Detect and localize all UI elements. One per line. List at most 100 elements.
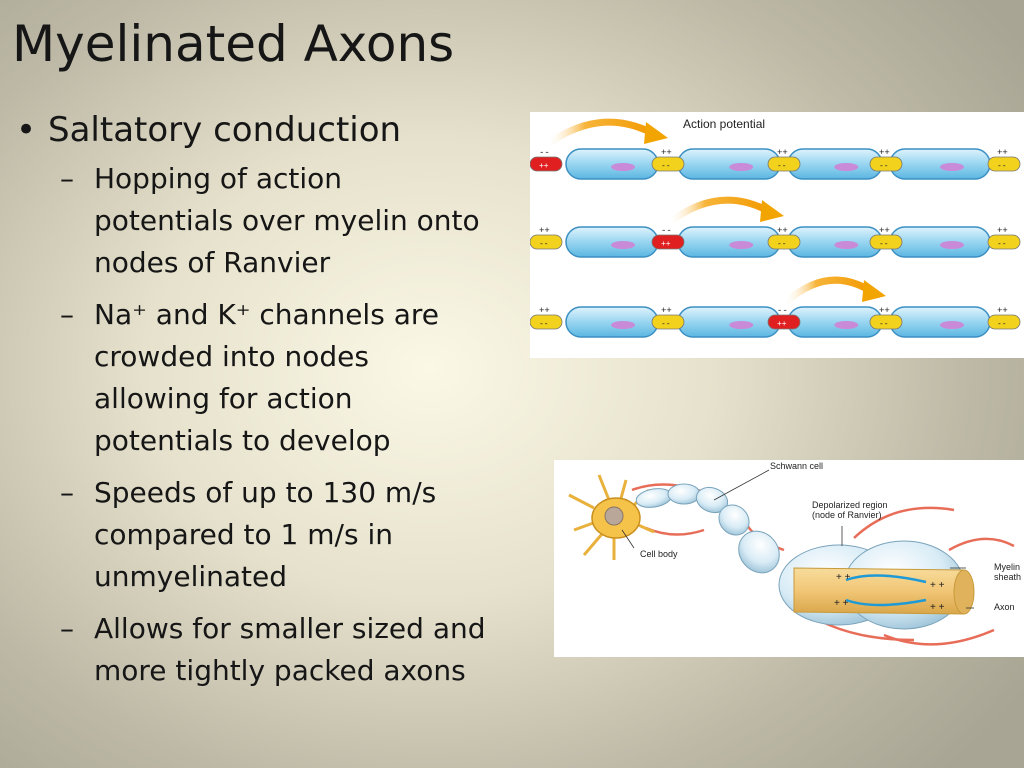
svg-text:+ +: + + xyxy=(834,598,849,609)
schwann-nucleus xyxy=(834,321,859,329)
sub-bullet-list: –Hopping of action potentials over myeli… xyxy=(48,158,552,692)
saltatory-diagram: -- ++ ++ -- ++ -- ++ -- ++ -- ++ -- -- ++ ++ -- ++ -- ++ --… xyxy=(530,117,1021,338)
myelin-segment xyxy=(677,148,781,180)
sub-bullet-text: Speeds of up to 130 m/s compared to 1 m/… xyxy=(94,476,437,593)
schwann-nucleus xyxy=(940,163,964,171)
active-node xyxy=(651,234,685,250)
myelinated-neuron-figure: + + + + + + + + Schwann cell Depolarized… xyxy=(554,460,1024,657)
sub-bullet-text: Hopping of action potentials over myelin… xyxy=(94,162,480,279)
charge-label-inner: ++ xyxy=(539,162,549,171)
node-of-ranvier xyxy=(530,234,563,250)
svg-text:+ +: + + xyxy=(930,580,945,591)
node-of-ranvier xyxy=(869,314,903,330)
myelin-segment xyxy=(787,148,883,180)
charge-label-inner: -- xyxy=(777,162,787,171)
sub-bullet-smaller-axons: –Allows for smaller sized and more tight… xyxy=(60,612,486,687)
svg-text:+ +: + + xyxy=(930,602,945,613)
node-of-ranvier xyxy=(651,156,685,172)
action-potential-arrowhead xyxy=(760,200,784,222)
charge-label-outer: ++ xyxy=(539,306,550,316)
myelin-segment xyxy=(889,306,991,338)
schwann-cells xyxy=(635,483,780,574)
myelin-segment xyxy=(677,306,781,338)
myelin-sheath-label-1: Myelin xyxy=(994,562,1020,572)
node-of-ranvier xyxy=(767,156,801,172)
sub-bullet-text: Na⁺ and K⁺ channels are crowded into nod… xyxy=(94,298,439,457)
charge-label-inner: -- xyxy=(661,320,671,329)
axon-rows: -- ++ ++ -- ++ -- ++ -- ++ -- ++ -- -- ++ ++ -- ++ -- ++ --… xyxy=(530,118,1021,338)
myelin-segment xyxy=(889,226,991,258)
charge-label-inner: -- xyxy=(997,240,1007,249)
charge-label-outer: -- xyxy=(539,148,550,158)
bullet-text: Saltatory conduction xyxy=(48,110,402,150)
sub-bullet-text: Allows for smaller sized and more tightl… xyxy=(94,612,486,687)
myelin-segment xyxy=(889,148,991,180)
cell-body-label: Cell body xyxy=(640,549,678,559)
myelin-segment xyxy=(565,148,659,180)
charge-label-outer: ++ xyxy=(879,226,890,236)
node-of-ranvier xyxy=(651,314,685,330)
schwann-cell-label: Schwann cell xyxy=(770,461,823,471)
node-of-ranvier-label: (node of Ranvier) xyxy=(812,510,882,520)
charge-label-outer: ++ xyxy=(539,226,550,236)
schwann-nucleus xyxy=(834,163,859,171)
action-potential-arrow xyxy=(666,196,774,226)
myelin-sheath-label-2: sheath xyxy=(994,572,1021,582)
charge-label-outer: -- xyxy=(777,306,788,316)
schwann-nucleus xyxy=(611,163,636,171)
schwann-nucleus xyxy=(940,241,964,249)
schwann-nucleus xyxy=(611,241,636,249)
axon-end xyxy=(953,569,975,615)
charge-label-outer: ++ xyxy=(777,148,788,158)
charge-label-outer: ++ xyxy=(661,306,672,316)
saltatory-conduction-figure: -- ++ ++ -- ++ -- ++ -- ++ -- ++ -- -- ++ ++ -- ++ -- ++ --… xyxy=(530,112,1024,358)
myelin-segment xyxy=(787,226,883,258)
bullet-saltatory-conduction: Saltatory conduction –Hopping of action … xyxy=(12,108,552,692)
depolarized-region-label: Depolarized region xyxy=(812,500,888,510)
charge-label-outer: ++ xyxy=(879,148,890,158)
active-node xyxy=(767,314,801,330)
charge-label-inner: -- xyxy=(879,240,889,249)
charge-label-outer: ++ xyxy=(997,226,1008,236)
charge-label-outer: ++ xyxy=(661,148,672,158)
schwann-nucleus xyxy=(729,241,754,249)
slide-title: Myelinated Axons xyxy=(12,15,455,73)
charge-label-inner: ++ xyxy=(661,240,671,249)
charge-label-inner: ++ xyxy=(777,320,787,329)
node-of-ranvier xyxy=(530,314,563,330)
node-of-ranvier xyxy=(869,234,903,250)
charge-label-inner: -- xyxy=(879,320,889,329)
schwann-nucleus xyxy=(611,321,636,329)
myelin-segment xyxy=(565,306,659,338)
axon-label: Axon xyxy=(994,602,1015,612)
node-of-ranvier xyxy=(987,156,1021,172)
node-of-ranvier xyxy=(767,234,801,250)
neuron-diagram: + + + + + + + + Schwann cell Depolarized… xyxy=(568,461,1021,646)
myelin-segment xyxy=(677,226,781,258)
schwann-nucleus xyxy=(729,321,754,329)
node-of-ranvier xyxy=(987,314,1021,330)
node-of-ranvier xyxy=(987,234,1021,250)
active-node xyxy=(530,156,563,172)
charge-label-inner: -- xyxy=(997,162,1007,171)
local-current-arrows xyxy=(845,574,927,607)
charge-label-outer: ++ xyxy=(997,148,1008,158)
charge-label-outer: ++ xyxy=(879,306,890,316)
bullet-list: Saltatory conduction –Hopping of action … xyxy=(12,108,552,702)
charge-label-outer: ++ xyxy=(777,226,788,236)
myelin-segment xyxy=(787,306,883,338)
sub-bullet-speeds: –Speeds of up to 130 m/s compared to 1 m… xyxy=(60,476,437,593)
action-potential-arrowhead xyxy=(862,280,886,302)
node-of-ranvier xyxy=(869,156,903,172)
action-potential-label: Action potential xyxy=(683,117,765,131)
charge-label-inner: -- xyxy=(539,240,549,249)
svg-text:+ +: + + xyxy=(836,572,851,583)
charge-label-outer: -- xyxy=(661,226,672,236)
action-potential-arrow xyxy=(782,276,876,306)
charge-label-outer: ++ xyxy=(997,306,1008,316)
action-potential-arrowhead xyxy=(644,122,668,144)
schwann-nucleus xyxy=(729,163,754,171)
sub-bullet-hopping: –Hopping of action potentials over myeli… xyxy=(60,162,480,279)
schwann-nucleus xyxy=(940,321,964,329)
charge-marks: + + + + + + + + xyxy=(834,572,945,613)
